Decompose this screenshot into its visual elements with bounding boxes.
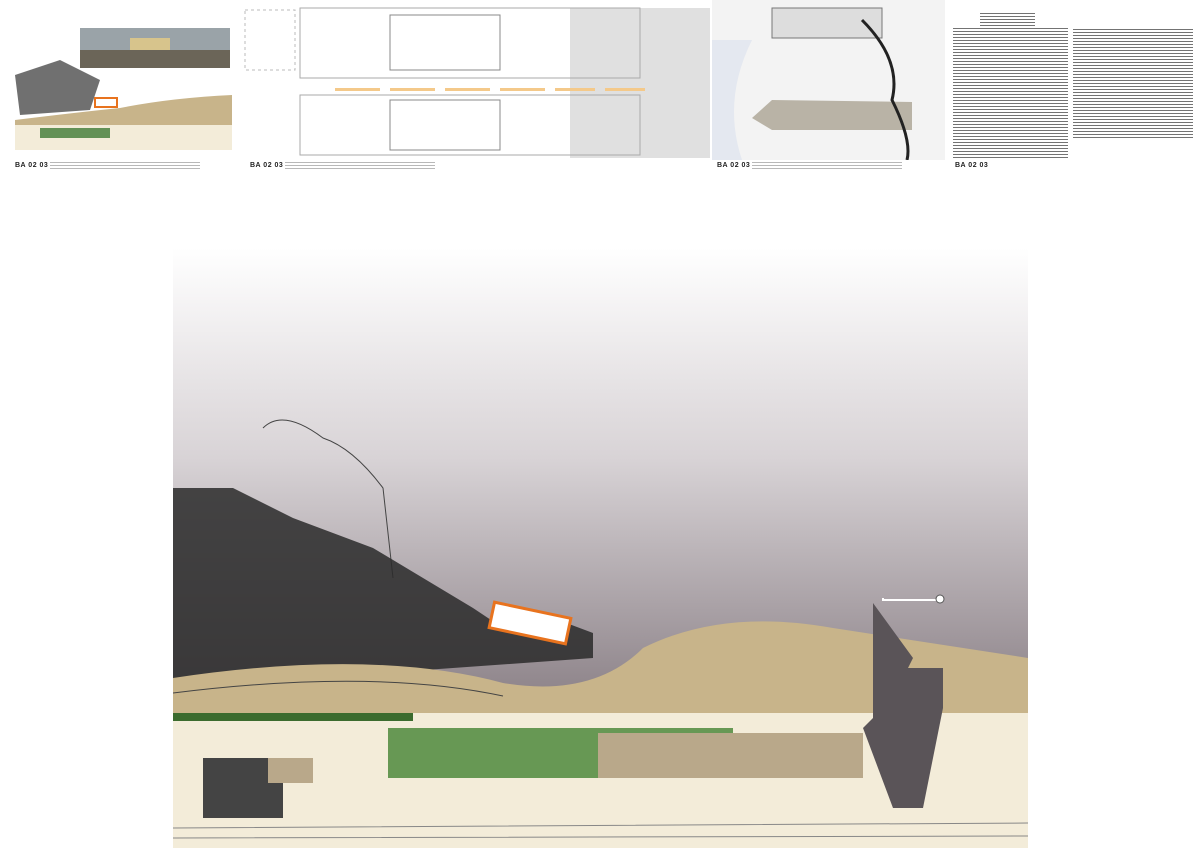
site-plan xyxy=(173,248,1028,848)
text-column-right xyxy=(1073,28,1193,138)
panel-floor-plans: BA 02 03 xyxy=(240,0,712,180)
panel-text: BA 02 03 xyxy=(945,0,1200,180)
highlighted-site xyxy=(487,600,573,646)
panel-caption xyxy=(752,161,902,169)
site-overview-drawing xyxy=(15,28,232,150)
site-plan-drawing xyxy=(173,419,1028,848)
panel-code: BA 02 03 xyxy=(15,162,49,169)
floor-plans-drawing xyxy=(244,7,710,158)
city-fabric xyxy=(173,488,593,688)
tree-row xyxy=(173,713,413,721)
building-plan xyxy=(598,733,863,778)
panel-code: BA 02 03 xyxy=(955,162,989,169)
panel-caption xyxy=(50,161,200,169)
title-text-block xyxy=(980,12,1035,26)
panel-code: BA 02 03 xyxy=(717,162,751,169)
panel-code: BA 02 03 xyxy=(250,162,284,169)
text-column-left xyxy=(953,28,1068,158)
panel-model-sketch: BA 02 03 xyxy=(712,0,945,180)
panel-site-overview: BA 02 03 xyxy=(0,0,235,180)
pier xyxy=(863,603,943,808)
panel-caption xyxy=(285,161,435,169)
model-sketch-drawing xyxy=(712,0,945,161)
beach-sand xyxy=(173,621,1028,713)
